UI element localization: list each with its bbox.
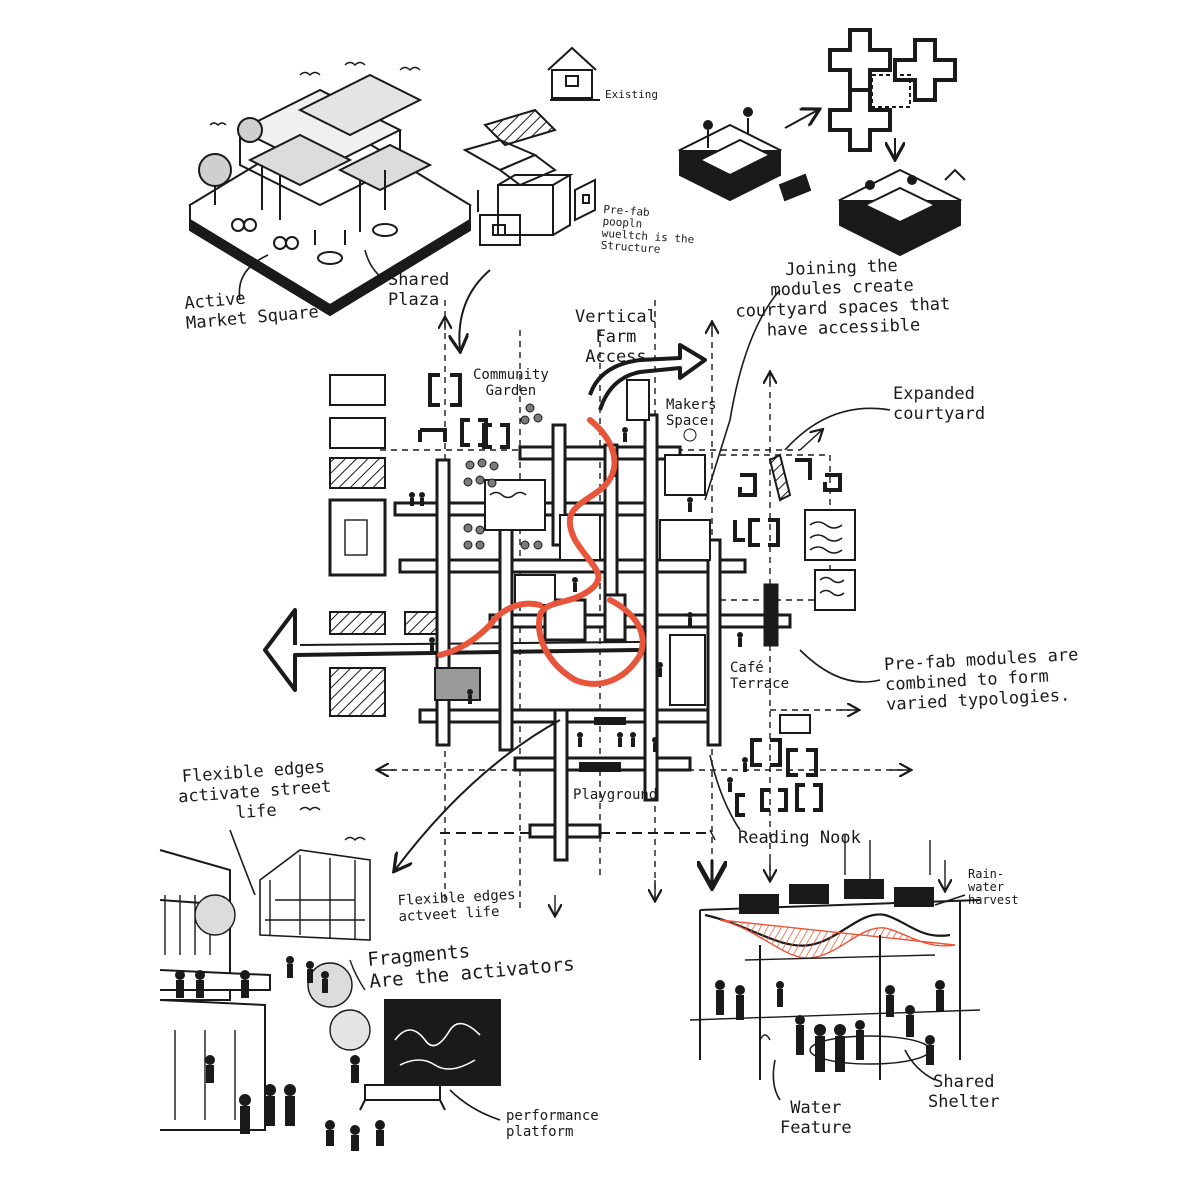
existing-house-sketch xyxy=(547,46,600,101)
arrow-to-combination xyxy=(784,110,818,129)
c-modules xyxy=(418,373,842,817)
label-rainwater-harvest: Rain- water harvest xyxy=(968,867,1019,907)
label-existing: Existing xyxy=(605,88,658,101)
market-square-sketch xyxy=(188,61,472,317)
label-flexible-edges-life: Flexible edges actveet life xyxy=(397,886,516,926)
grid-arrow-ne xyxy=(799,430,822,451)
cross-modules-diagram xyxy=(828,28,957,152)
flexible-edges-leader xyxy=(229,829,256,896)
label-prefab-note: Pre-fab poopln wueltch is the Structure xyxy=(600,202,695,256)
garden-plants xyxy=(463,403,697,550)
exploded-module-sketch xyxy=(462,108,596,246)
label-community-garden: Community Garden xyxy=(473,367,549,399)
label-shared-shelter: Shared Shelter xyxy=(928,1072,1000,1112)
reading-leader xyxy=(709,754,741,831)
module-combination-sketch xyxy=(677,107,812,202)
courtyard-module-sketch xyxy=(837,168,966,257)
label-performance-platform: performance platform xyxy=(506,1108,599,1140)
red-circulation-path xyxy=(437,417,646,687)
water-feature-leader xyxy=(772,1059,781,1101)
shelter-sketch xyxy=(689,829,981,1080)
label-shared-plaza: Shared Plaza xyxy=(388,270,450,310)
label-makers-space: Makers Space xyxy=(666,397,717,429)
legend-boxes xyxy=(328,374,448,717)
west-arrow xyxy=(263,608,641,692)
street-people xyxy=(175,956,385,1151)
label-playground: Playground xyxy=(573,787,658,803)
down-curve-arrow xyxy=(459,269,491,350)
label-joining-modules: Joining the modules create courtyard spa… xyxy=(735,256,951,341)
activators-leader xyxy=(349,959,366,991)
market-leader-line xyxy=(238,254,269,301)
label-cafe-terrace: Café Terrace xyxy=(730,660,790,692)
label-reading-nook: Reading Nook xyxy=(738,828,861,848)
joining-leader xyxy=(704,289,781,501)
label-water-feature: Water Feature xyxy=(780,1098,852,1138)
activity-blocks xyxy=(434,379,856,772)
market-to-plan-arrow xyxy=(395,719,561,870)
plaza-leader-line xyxy=(364,249,386,281)
shared-shelter-leader xyxy=(904,1049,936,1081)
prefab-leader xyxy=(799,649,881,683)
street-life-sketch xyxy=(159,806,501,1131)
performance-leader xyxy=(449,1089,501,1121)
shelter-people xyxy=(715,980,945,1072)
rainwater-leader xyxy=(934,894,966,906)
label-prefab-modules: Pre-fab modules are combined to form var… xyxy=(883,644,1079,716)
label-expanded-courtyard: Expanded courtyard xyxy=(893,384,986,424)
plan-people xyxy=(409,427,748,792)
label-vertical-farm-access: Vertical Farm Access xyxy=(575,307,657,367)
farm-access-arrow xyxy=(588,343,707,411)
courtyard-leader xyxy=(784,407,891,451)
label-flexible-edges-street: Flexible edges activate street life xyxy=(177,757,333,824)
